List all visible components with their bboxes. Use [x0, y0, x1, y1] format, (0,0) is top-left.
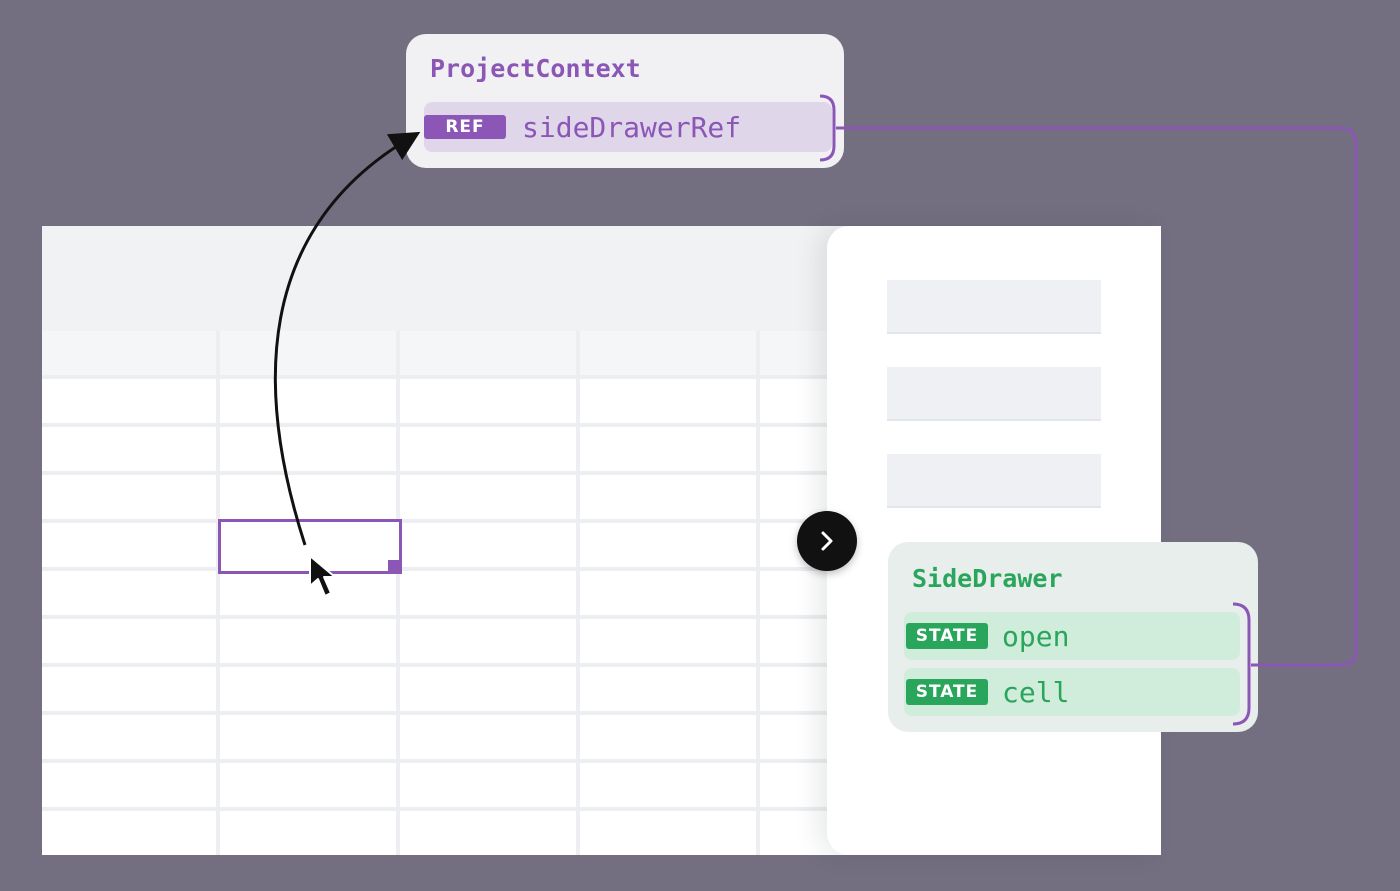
chevron-right-icon: [821, 531, 833, 551]
grid-column-line: [756, 331, 760, 855]
state-badge: STATE: [906, 679, 988, 705]
grid-row-line: [42, 615, 842, 619]
grid-row-line: [42, 567, 842, 571]
side-drawer-card: SideDrawer STATE open STATE cell: [888, 542, 1258, 732]
context-ref-row: REF sideDrawerRef: [424, 102, 832, 152]
grid-row-line: [42, 375, 842, 379]
ref-badge: REF: [424, 115, 506, 139]
grid-column-line: [576, 331, 580, 855]
connector-line: [836, 126, 1358, 667]
grid-row-line: [42, 711, 842, 715]
state-badge: STATE: [906, 623, 988, 649]
ref-arrow: [273, 131, 421, 546]
mouse-cursor-icon: [309, 555, 336, 597]
grid-row-line: [42, 807, 842, 811]
state-row-open: STATE open: [904, 612, 1240, 660]
drawer-toggle-button[interactable]: [797, 511, 857, 571]
fill-handle[interactable]: [388, 560, 402, 574]
drawer-field[interactable]: [887, 367, 1101, 421]
side-drawer-panel: [827, 226, 1161, 855]
side-drawer-title: SideDrawer: [912, 564, 1063, 593]
drawer-field[interactable]: [887, 280, 1101, 334]
state-row-cell: STATE cell: [904, 668, 1240, 716]
drawer-field[interactable]: [887, 454, 1101, 508]
grid-row-line: [42, 423, 842, 427]
grid-row-line: [42, 663, 842, 667]
project-context-card: ProjectContext REF sideDrawerRef: [406, 34, 844, 168]
grid-column-line: [396, 331, 400, 855]
state-name: open: [1002, 620, 1070, 653]
project-context-title: ProjectContext: [430, 54, 641, 83]
state-name: cell: [1002, 676, 1070, 709]
drawer-bracket: [1232, 602, 1251, 726]
grid-row-line: [42, 471, 842, 475]
context-bracket: [819, 94, 836, 162]
grid-row-line: [42, 759, 842, 763]
spreadsheet-grid: [42, 226, 1161, 855]
grid-row-line: [42, 519, 842, 523]
grid-column-line: [216, 331, 220, 855]
ref-name: sideDrawerRef: [522, 111, 742, 144]
